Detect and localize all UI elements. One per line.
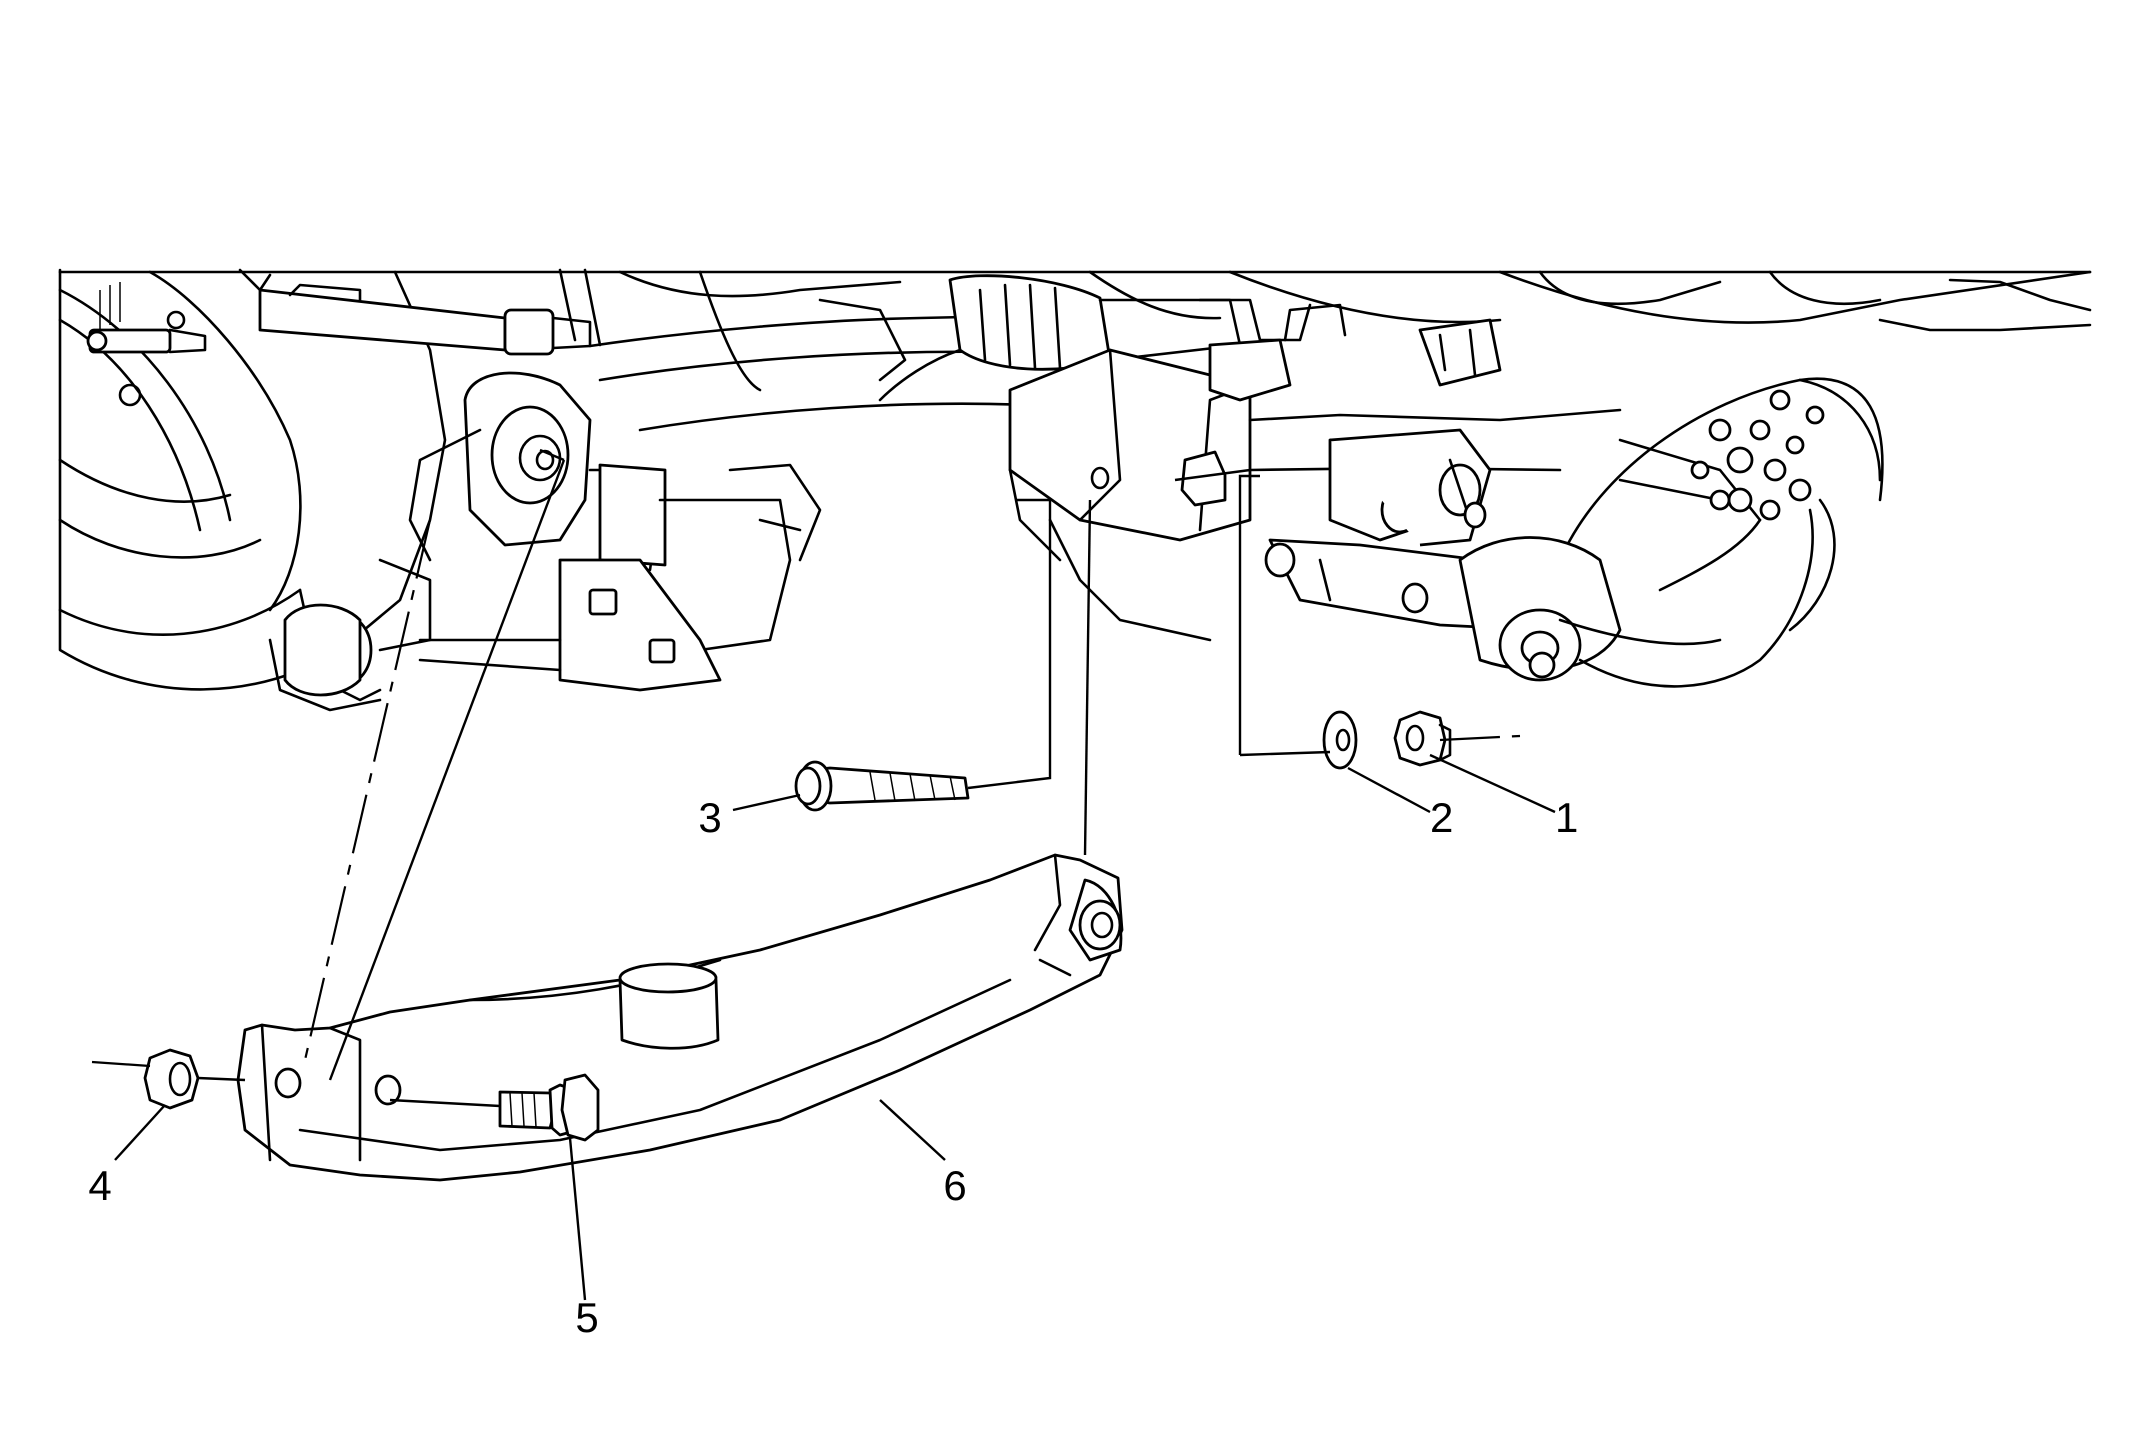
callout-6: 6 xyxy=(943,1162,966,1209)
callout-leaders xyxy=(114,753,1556,1301)
bolt-item-3 xyxy=(794,760,970,812)
leader-6 xyxy=(879,1099,946,1161)
nut-item-4 xyxy=(143,1048,200,1110)
callout-labels: 1 2 3 4 5 6 xyxy=(88,794,1578,1341)
nut-item-1 xyxy=(1393,710,1452,767)
underbody-fasteners xyxy=(1264,501,1556,679)
callout-4: 4 xyxy=(88,1162,111,1209)
spring-seat xyxy=(618,962,720,1050)
callout-5: 5 xyxy=(575,1294,598,1341)
lower-left-mount xyxy=(268,558,432,712)
callout-2: 2 xyxy=(1430,794,1453,841)
callout-1: 1 xyxy=(1555,794,1578,841)
upper-link-rod xyxy=(238,268,602,356)
bolt-item-5 xyxy=(498,1073,600,1142)
leader-5 xyxy=(568,1137,587,1301)
washer-item-2 xyxy=(1322,710,1358,770)
assembly-lines xyxy=(91,448,1521,1108)
knuckle-bushing xyxy=(408,371,667,572)
right-rear-hub xyxy=(1458,377,1884,688)
hub-fastener-cluster xyxy=(1690,389,1825,521)
leader-2 xyxy=(1347,766,1431,814)
center-mount-bracket xyxy=(1008,303,1347,642)
leader-3 xyxy=(732,793,801,812)
vehicle-underbody xyxy=(58,268,2092,712)
leader-4 xyxy=(114,1104,166,1161)
floor-pan xyxy=(58,270,2092,392)
callout-3: 3 xyxy=(698,794,721,841)
subframe-crossmember xyxy=(418,314,1032,692)
leader-1 xyxy=(1429,753,1556,814)
